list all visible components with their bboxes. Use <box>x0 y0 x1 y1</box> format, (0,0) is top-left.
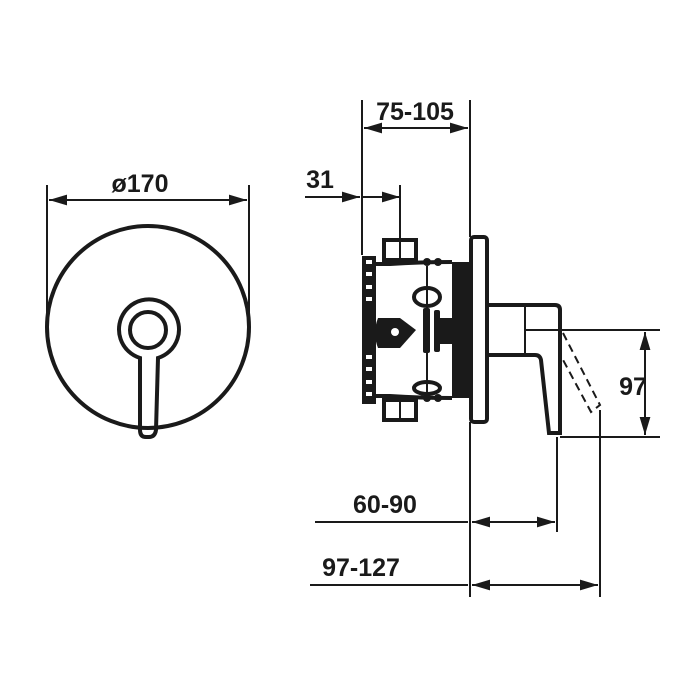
offset-label: 31 <box>306 166 334 194</box>
valve-body <box>362 238 470 422</box>
projection-label: 60-90 <box>353 491 417 519</box>
diameter-label: ø170 <box>112 170 169 198</box>
side-cover-plate <box>469 235 489 424</box>
cover-plate <box>45 224 251 430</box>
lever-handle <box>117 297 181 439</box>
side-handle <box>487 303 660 435</box>
side-view: 75-105 31 <box>305 98 660 597</box>
total-projection-label: 97-127 <box>322 554 400 582</box>
handle-hub <box>128 310 168 350</box>
handle-height-label: 97 <box>619 373 647 401</box>
front-view: ø170 <box>45 170 251 439</box>
depth-range-label: 75-105 <box>376 98 454 126</box>
